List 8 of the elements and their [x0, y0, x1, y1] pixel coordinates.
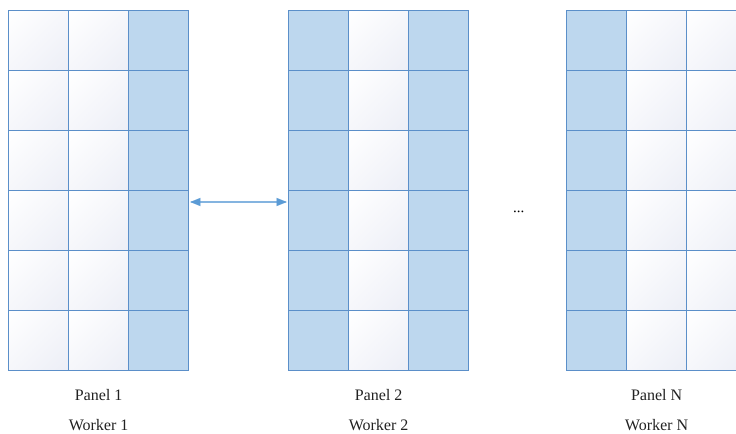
panel-label: Panel 1 [74, 387, 122, 405]
worker-label: Worker 1 [68, 417, 128, 434]
panel-label: Panel 2 [354, 387, 402, 405]
double-arrow [190, 198, 288, 206]
panel-label: Panel N [630, 387, 682, 405]
worker-label: Worker 2 [348, 417, 408, 434]
worker-label: Worker N [624, 417, 688, 434]
ellipsis: ... [513, 200, 524, 217]
